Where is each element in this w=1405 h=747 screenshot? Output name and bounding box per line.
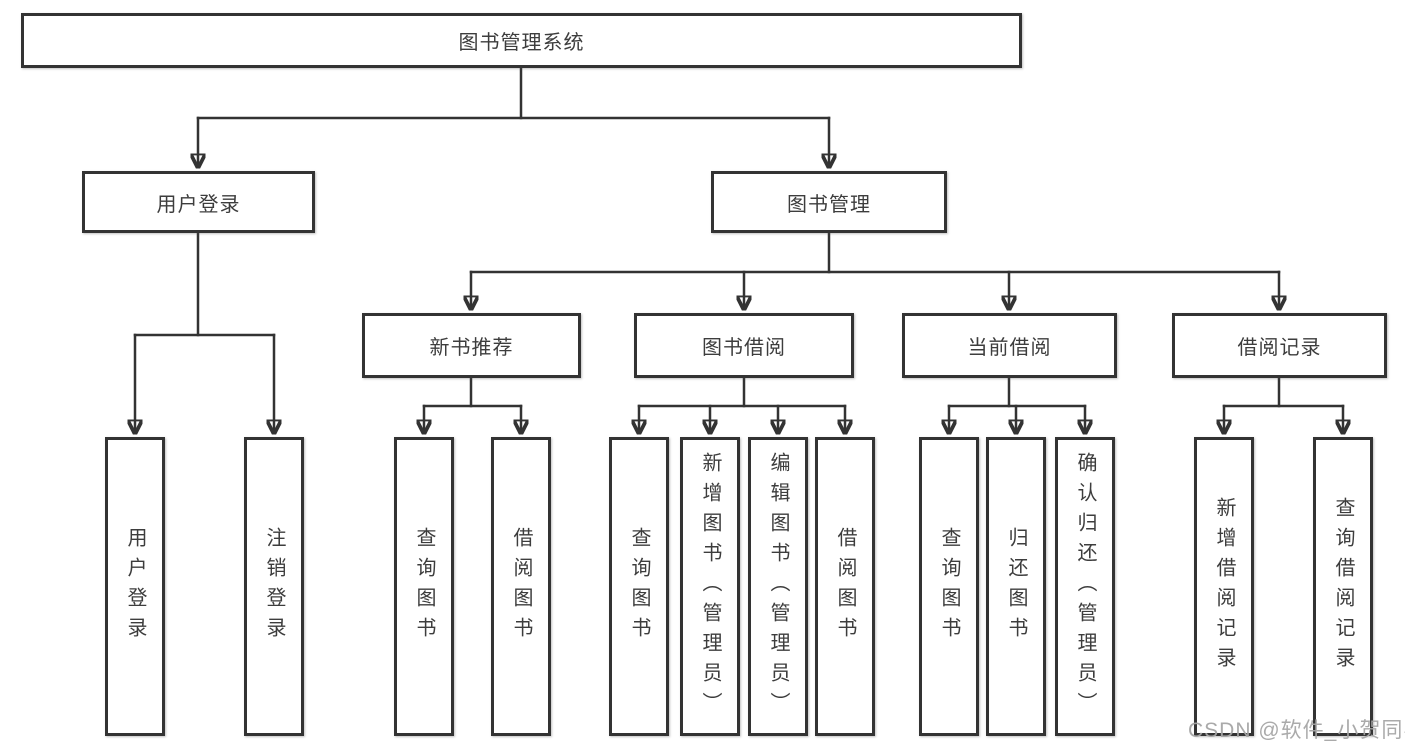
- leaf-query-borrow-record: 查询借阅记录: [1313, 437, 1373, 736]
- connector-book-mgmt-children: [471, 231, 1279, 309]
- connector-new-book-children: [424, 376, 521, 433]
- csdn-watermark: CSDN @软件_小贺同学: [1188, 719, 1405, 742]
- leaf-query-books: 查询图书: [394, 437, 454, 736]
- leaf-user-login: 用户登录: [105, 437, 165, 736]
- leaf-query-books: 查询图书: [609, 437, 669, 736]
- leaf-return-books: 归还图书: [986, 437, 1046, 736]
- node-root-system: 图书管理系统: [21, 13, 1022, 68]
- leaf-add-borrow-record: 新增借阅记录: [1194, 437, 1254, 736]
- connector-user-login-children: [135, 231, 274, 433]
- node-new-book-recommend: 新书推荐: [362, 313, 581, 378]
- node-book-borrow: 图书借阅: [634, 313, 854, 378]
- node-borrow-record: 借阅记录: [1172, 313, 1387, 378]
- leaf-logout: 注销登录: [244, 437, 304, 736]
- connector-root-to-level2: [198, 66, 829, 167]
- leaf-borrow-books: 借阅图书: [491, 437, 551, 736]
- leaf-confirm-return-admin: 确认归还（管理员）: [1055, 437, 1115, 736]
- node-user-login: 用户登录: [82, 171, 315, 233]
- node-current-borrow: 当前借阅: [902, 313, 1117, 378]
- leaf-query-books: 查询图书: [919, 437, 979, 736]
- leaf-edit-book-admin: 编辑图书（管理员）: [748, 437, 808, 736]
- connector-borrow-record-children: [1224, 376, 1343, 433]
- connector-current-borrow-children: [949, 376, 1085, 433]
- node-book-management: 图书管理: [711, 171, 947, 233]
- leaf-add-book-admin: 新增图书（管理员）: [680, 437, 740, 736]
- connector-book-borrow-children: [639, 376, 845, 433]
- leaf-borrow-books: 借阅图书: [815, 437, 875, 736]
